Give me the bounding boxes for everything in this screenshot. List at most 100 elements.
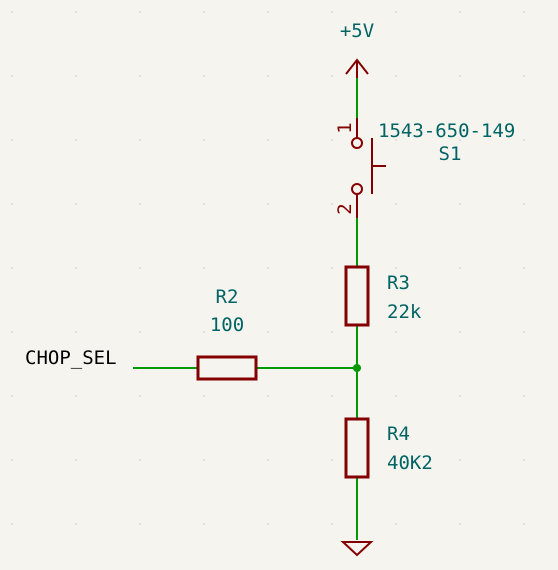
grid-dot <box>139 523 141 525</box>
r2-ref-label: R2 <box>216 286 239 308</box>
grid-dot <box>11 203 13 205</box>
grid-dot <box>523 459 525 461</box>
grid-dot <box>331 11 333 13</box>
resistor-r2-body <box>196 355 258 381</box>
grid-dot <box>11 75 13 77</box>
power-label: +5V <box>340 20 374 42</box>
grid-dot <box>523 139 525 141</box>
switch-contact-2 <box>351 183 363 195</box>
grid-dot <box>11 395 13 397</box>
grid-dot <box>459 395 461 397</box>
power-5v-symbol[interactable]: +5V <box>340 20 374 78</box>
grid-dot <box>267 459 269 461</box>
grid-dot <box>139 75 141 77</box>
grid-dot <box>267 139 269 141</box>
grid-dot <box>395 267 397 269</box>
grid-dot <box>395 395 397 397</box>
r4-value-label: 40K2 <box>387 452 433 474</box>
grid-dot <box>395 139 397 141</box>
grid-dot <box>203 331 205 333</box>
switch-value-label: 1543-650-149 <box>378 120 515 142</box>
grid-dot <box>267 523 269 525</box>
grid-dot <box>75 139 77 141</box>
switch-pin1-number: 1 <box>334 122 356 133</box>
grid-dot <box>75 459 77 461</box>
grid-dot <box>459 523 461 525</box>
switch-ref-label: S1 <box>439 143 462 165</box>
r4-ref-label: R4 <box>387 423 410 445</box>
grid-dot <box>267 11 269 13</box>
grid-dot <box>139 267 141 269</box>
junction-dot <box>353 364 361 372</box>
grid-dot <box>203 75 205 77</box>
r2-value-label: 100 <box>210 314 244 336</box>
grid-dot <box>11 331 13 333</box>
grid-dot <box>267 75 269 77</box>
grid-dot <box>11 11 13 13</box>
grid-dot <box>267 203 269 205</box>
grid-dot <box>331 139 333 141</box>
grid-dot <box>267 395 269 397</box>
grid-dot <box>459 203 461 205</box>
grid-dot <box>203 139 205 141</box>
grid-dot <box>75 395 77 397</box>
grid-dot <box>523 523 525 525</box>
resistor-r3-body <box>344 265 370 327</box>
grid-dot <box>395 75 397 77</box>
grid-dot <box>75 331 77 333</box>
net-label-text: CHOP_SEL <box>25 347 117 369</box>
grid-dot <box>395 11 397 13</box>
r3-ref-label: R3 <box>387 272 410 294</box>
grid-dot <box>395 331 397 333</box>
grid-dot <box>395 523 397 525</box>
grid-dot <box>75 267 77 269</box>
grid-dot <box>139 331 141 333</box>
grid-dot <box>331 75 333 77</box>
net-label-chop-sel[interactable]: CHOP_SEL <box>25 347 117 369</box>
grid-dot <box>395 459 397 461</box>
grid-dot <box>331 523 333 525</box>
grid-dot <box>331 459 333 461</box>
grid-dot <box>267 331 269 333</box>
grid-dot <box>523 395 525 397</box>
grid-dot <box>203 395 205 397</box>
grid-dot <box>139 395 141 397</box>
grid-dot <box>331 267 333 269</box>
grid-dot <box>203 523 205 525</box>
grid-dot <box>331 331 333 333</box>
grid-dot <box>139 459 141 461</box>
resistor-r2[interactable]: R2 100 <box>196 286 258 381</box>
grid-dot <box>459 75 461 77</box>
grid-dot <box>459 11 461 13</box>
resistor-r3[interactable]: R3 22k <box>344 265 422 327</box>
grid-dot <box>203 203 205 205</box>
grid-dot <box>203 11 205 13</box>
grid-dot <box>11 459 13 461</box>
resistor-r4[interactable]: R4 40K2 <box>344 417 433 479</box>
grid-dot <box>523 75 525 77</box>
grid-dot <box>139 11 141 13</box>
grid-dot <box>523 203 525 205</box>
grid-dot <box>203 267 205 269</box>
grid-dot <box>523 11 525 13</box>
grid-dot <box>11 267 13 269</box>
grid-dot <box>459 139 461 141</box>
grid-dot <box>459 267 461 269</box>
grid-dot <box>11 523 13 525</box>
grid-dot <box>75 203 77 205</box>
r3-value-label: 22k <box>387 301 422 323</box>
grid-dot <box>75 75 77 77</box>
ground-symbol[interactable] <box>340 541 374 557</box>
grid-dot <box>523 331 525 333</box>
grid-dot <box>331 395 333 397</box>
resistor-r4-body <box>344 417 370 479</box>
grid-dot <box>11 139 13 141</box>
switch-s1[interactable]: 1 2 1543-650-149 S1 <box>334 118 515 218</box>
grid-dot <box>395 203 397 205</box>
switch-pin2-number: 2 <box>334 203 356 214</box>
grid-dot <box>203 459 205 461</box>
grid-dot <box>75 11 77 13</box>
ground-icon <box>340 541 374 557</box>
grid-dot <box>267 267 269 269</box>
